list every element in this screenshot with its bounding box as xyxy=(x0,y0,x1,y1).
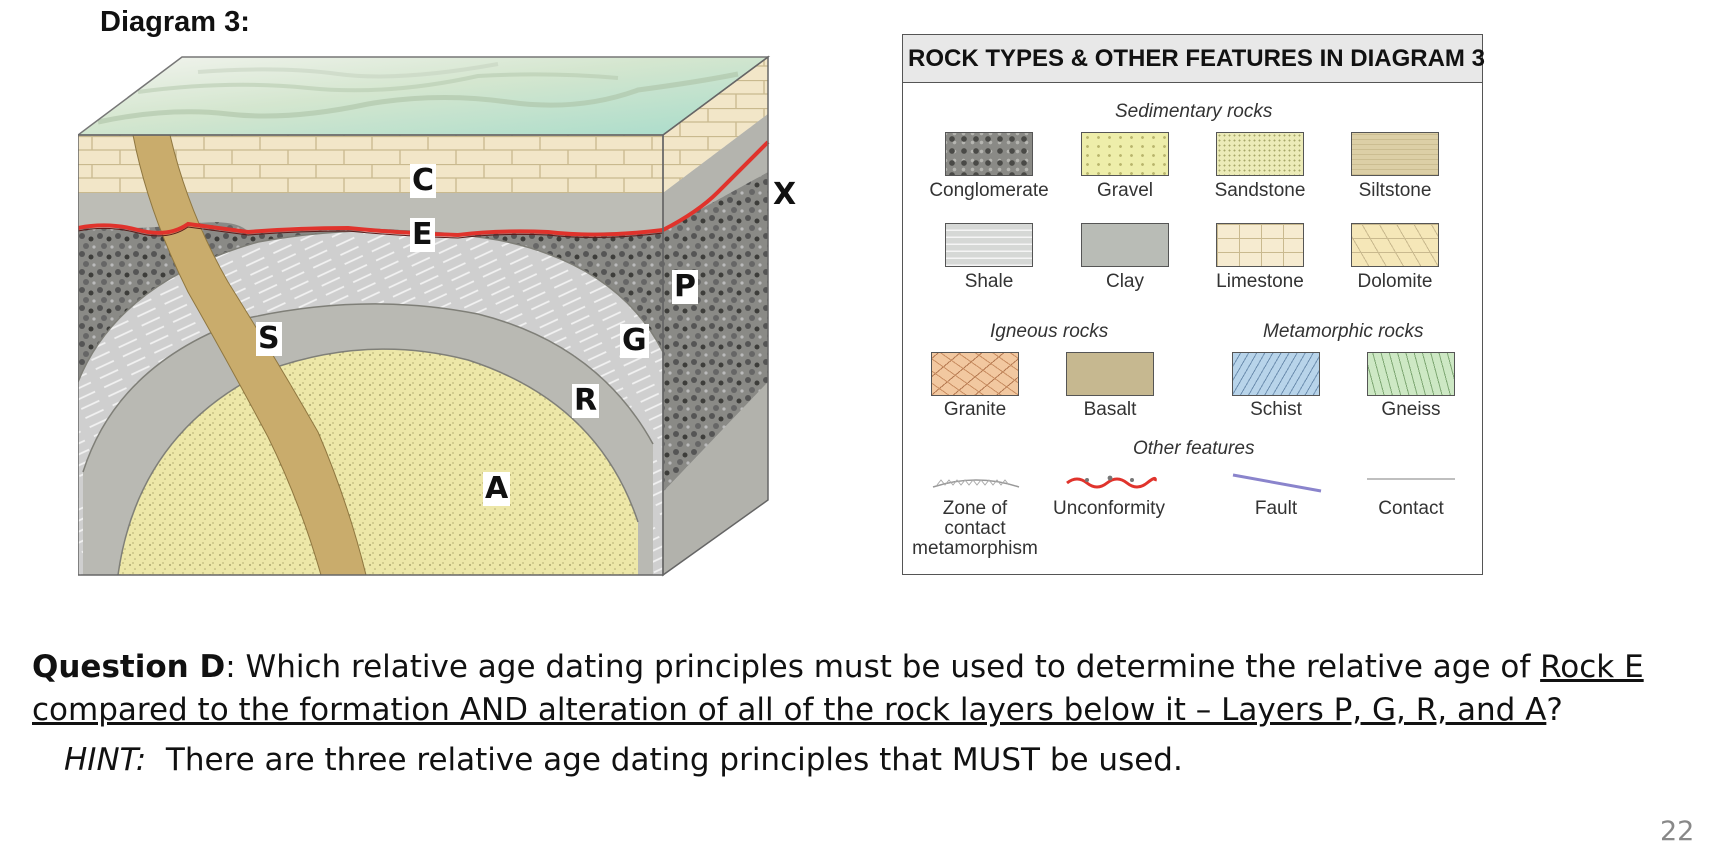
layer-label-s: S xyxy=(256,321,282,356)
layer-label-e: E xyxy=(410,217,435,252)
legend-heading-sedimentary: Sedimentary rocks xyxy=(1115,101,1273,122)
swatch-gravel xyxy=(1081,132,1169,176)
label-conglomerate: Conglomerate xyxy=(929,180,1049,201)
label-fault: Fault xyxy=(1254,498,1298,519)
swatch-sandstone xyxy=(1216,132,1304,176)
hint-label: HINT: xyxy=(64,742,147,778)
page-number: 22 xyxy=(1660,816,1695,847)
swatch-granite xyxy=(931,352,1019,396)
label-limestone: Limestone xyxy=(1216,271,1304,292)
layer-label-g: G xyxy=(620,323,649,358)
label-contact: Contact xyxy=(1378,498,1444,519)
legend-title: ROCK TYPES & OTHER FEATURES IN DIAGRAM 3 xyxy=(903,35,1485,83)
question-end: ? xyxy=(1546,692,1563,728)
unconformity-symbol xyxy=(1066,475,1157,489)
label-schist: Schist xyxy=(1250,399,1302,420)
label-clay: Clay xyxy=(1105,271,1144,292)
swatch-schist xyxy=(1232,352,1320,396)
fault-symbol xyxy=(1232,473,1322,493)
contact-symbol xyxy=(1367,478,1455,480)
label-granite: Granite xyxy=(943,399,1007,420)
layer-label-r: R xyxy=(572,383,600,418)
layer-label-x: X xyxy=(771,177,799,212)
hint: HINT: There are three relative age datin… xyxy=(64,740,1183,780)
legend-heading-metamorphic: Metamorphic rocks xyxy=(1263,321,1424,342)
swatch-gneiss xyxy=(1367,352,1455,396)
swatch-dolomite xyxy=(1351,223,1439,267)
label-contact-metamorphism-line2: contact xyxy=(944,518,1006,539)
hint-text: There are three relative age dating prin… xyxy=(146,742,1183,778)
swatch-clay xyxy=(1081,223,1169,267)
question-text: : Which relative age dating principles m… xyxy=(225,649,1541,685)
label-gneiss: Gneiss xyxy=(1381,399,1441,420)
layer-label-a: A xyxy=(483,471,511,506)
label-contact-metamorphism-line3: metamorphism xyxy=(912,538,1038,559)
question-d: Question D: Which relative age dating pr… xyxy=(32,646,1712,732)
legend-heading-igneous: Igneous rocks xyxy=(990,321,1109,342)
swatch-conglomerate xyxy=(945,132,1033,176)
label-basalt: Basalt xyxy=(1083,399,1137,420)
rock-types-legend: ROCK TYPES & OTHER FEATURES IN DIAGRAM 3… xyxy=(902,34,1485,575)
contact-metamorphism-symbol xyxy=(932,479,1020,488)
label-unconformity: Unconformity xyxy=(1053,498,1165,519)
question-label: Question D xyxy=(32,649,226,685)
swatch-siltstone xyxy=(1351,132,1439,176)
geologic-block-diagram xyxy=(78,55,771,577)
label-siltstone: Siltstone xyxy=(1358,180,1432,201)
label-sandstone: Sandstone xyxy=(1214,180,1306,201)
label-dolomite: Dolomite xyxy=(1357,271,1433,292)
label-contact-metamorphism: Zone of contact metamorphism xyxy=(905,499,1045,559)
question-underlined-text: Rock E compared to the formation AND alt… xyxy=(32,649,1644,728)
label-contact-metamorphism-line1: Zone of xyxy=(942,498,1008,519)
swatch-shale xyxy=(945,223,1033,267)
label-shale: Shale xyxy=(964,271,1014,292)
swatch-limestone xyxy=(1216,223,1304,267)
layer-label-c: C xyxy=(410,163,437,198)
legend-heading-other: Other features xyxy=(1133,438,1255,459)
diagram-title: Diagram 3: xyxy=(100,6,250,38)
swatch-basalt xyxy=(1066,352,1154,396)
layer-label-p: P xyxy=(672,269,698,304)
label-gravel: Gravel xyxy=(1097,180,1153,201)
